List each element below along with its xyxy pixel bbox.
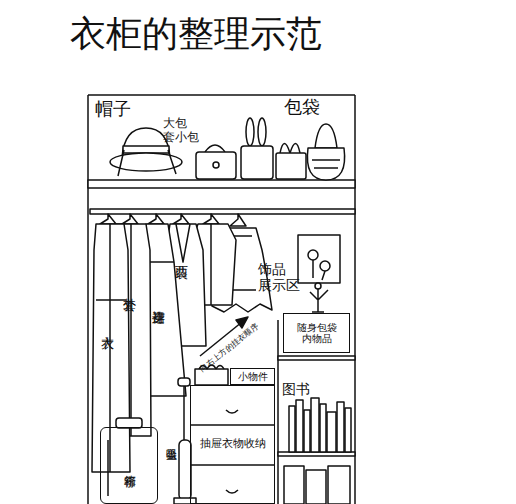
- hanger: [203, 214, 219, 224]
- drawer-lines: [190, 410, 275, 493]
- tray-box: 小物件: [230, 368, 275, 385]
- side-shelf: [327, 412, 336, 452]
- side-shelf: [296, 400, 303, 452]
- storage-box: 随身包袋 内物品: [283, 313, 350, 353]
- drawer-unit: 抽屉衣物收纳: [190, 385, 275, 504]
- side-shelf: [277, 320, 279, 504]
- wardrobe-frame: [88, 95, 355, 504]
- accessory-board: [320, 261, 330, 271]
- wardrobe-frame: [354, 95, 356, 504]
- order-note: 向右上方的挂衣顺序: [198, 322, 260, 374]
- bag-drawing: [315, 124, 337, 148]
- part-label: 帽子: [95, 99, 131, 120]
- bag-drawing: [241, 146, 273, 179]
- clothes-drawing: [92, 224, 130, 472]
- accessory-board: [315, 283, 321, 289]
- zone-label: 饰品 展示区: [258, 261, 304, 293]
- clothes-drawing: [176, 224, 190, 262]
- vacuum-drawing: [183, 386, 185, 440]
- wardrobe-frame: [88, 180, 355, 188]
- side-shelf: [337, 402, 344, 452]
- side-shelf: [320, 404, 326, 452]
- suitcase: 行李箱: [100, 427, 158, 504]
- side-shelf: [278, 320, 355, 504]
- accessory-board: [313, 260, 325, 280]
- side-shelf: [289, 406, 295, 452]
- drawer-lines: [190, 464, 275, 466]
- bag-drawing: [307, 148, 344, 180]
- side-shelf: [328, 466, 350, 504]
- clothes-drawing: [92, 224, 272, 472]
- hanger: [100, 214, 116, 224]
- hat-drawing: [118, 150, 176, 176]
- side-shelf: [304, 410, 310, 452]
- accessory-board: [298, 235, 340, 312]
- bag-drawing: [213, 162, 219, 168]
- bag-drawing: [196, 118, 345, 180]
- hanger: [230, 214, 246, 226]
- hanger: [173, 214, 189, 224]
- side-shelf: [306, 470, 326, 504]
- bag-drawing: [196, 152, 236, 179]
- side-shelf: [311, 398, 319, 452]
- basket-drawing: [195, 369, 228, 385]
- wardrobe-frame: [87, 95, 89, 504]
- side-shelf: [284, 466, 304, 504]
- vacuum-drawing: [178, 378, 190, 386]
- accessory-board: [310, 288, 328, 312]
- vacuum-drawing: [174, 378, 196, 504]
- bag-drawing: [280, 144, 300, 154]
- box-label: 小物件: [238, 371, 268, 383]
- bag-drawing: [246, 118, 254, 146]
- suitcase-drawing: [107, 440, 109, 496]
- bag-drawing: [258, 118, 266, 146]
- bag-drawing: [312, 160, 340, 168]
- drawer-lines: [190, 424, 275, 426]
- clothes-drawing: [130, 224, 132, 436]
- hat-drawing: [123, 146, 169, 153]
- drawer-lines: [226, 410, 238, 493]
- suitcase-drawing: [108, 418, 142, 496]
- wardrobe-frame: [90, 209, 355, 214]
- wardrobe-frame: [88, 94, 355, 96]
- part-label: 图书: [282, 381, 310, 397]
- clothes-drawing: [210, 224, 212, 305]
- accessory-board: [308, 250, 318, 260]
- hanger: [148, 214, 164, 224]
- bag-drawing: [276, 153, 306, 179]
- bag-drawing: [205, 145, 225, 152]
- page-title: 衣柜的整理示范: [70, 10, 322, 59]
- order-arrow: [236, 317, 248, 328]
- part-label: 包袋: [284, 97, 320, 118]
- hanger: [122, 214, 138, 224]
- side-shelf: [345, 408, 351, 452]
- part-label: 大包 套小包: [163, 117, 203, 145]
- box-label: 随身包袋 内物品: [284, 322, 349, 345]
- box-label: 抽屉衣物收纳: [200, 438, 266, 451]
- accessory-board: [298, 235, 340, 283]
- side-shelf: [278, 356, 355, 360]
